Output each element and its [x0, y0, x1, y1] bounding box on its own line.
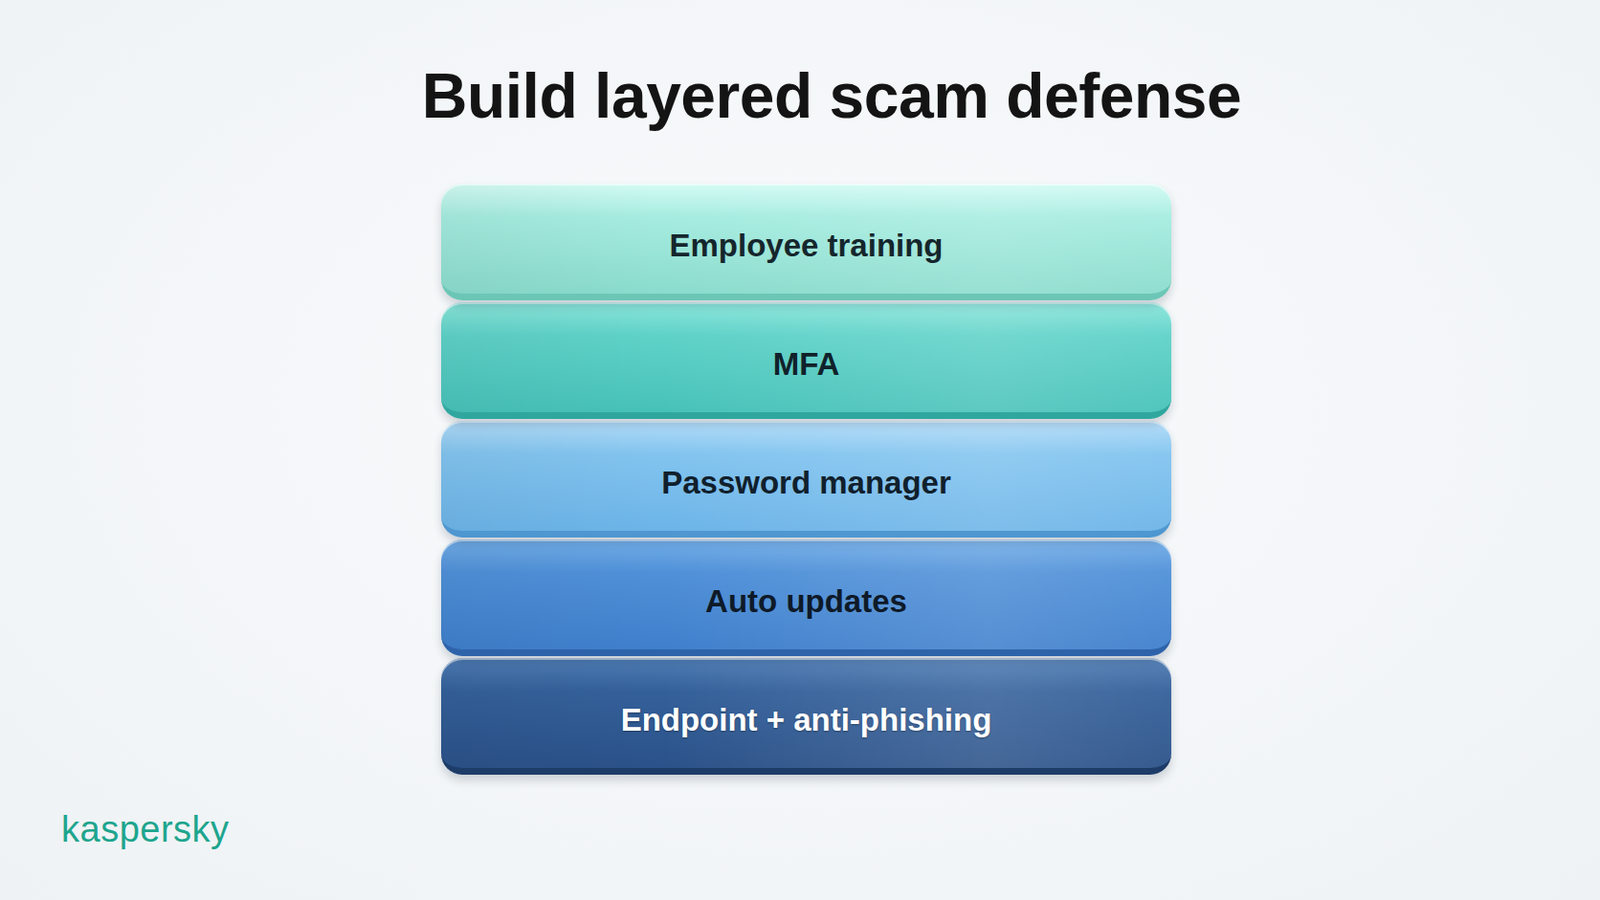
defense-layer: Auto updates — [441, 539, 1172, 657]
title-text: Build layered scam defense — [422, 60, 1242, 132]
logo-text: kaspersky — [61, 809, 230, 850]
diagram-title: Build layered scam defense — [0, 59, 1600, 133]
layer-label: Auto updates — [705, 570, 908, 621]
defense-layer: Employee training — [441, 183, 1172, 301]
layer-label: Employee training — [668, 214, 943, 265]
brand-logo: kaspersky — [61, 809, 230, 851]
defense-layer: Password manager — [441, 421, 1172, 538]
defense-layer: MFA — [441, 302, 1172, 420]
layer-label: Password manager — [661, 451, 952, 502]
defense-layer: Endpoint + anti-phishing — [441, 658, 1172, 776]
layer-label: Endpoint + anti-phishing — [621, 688, 993, 739]
layer-label: MFA — [773, 333, 841, 383]
